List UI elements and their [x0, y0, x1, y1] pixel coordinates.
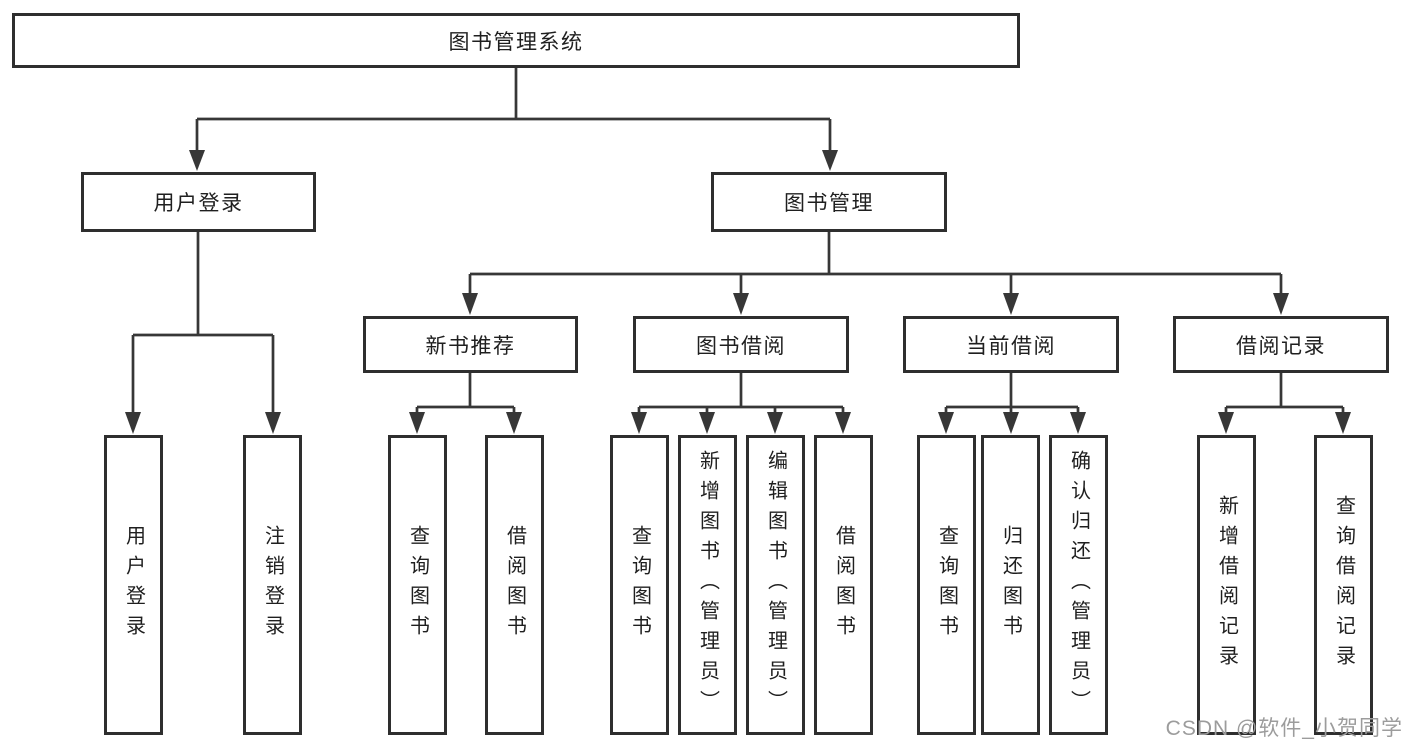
node-label: 借阅图书 [832, 525, 855, 645]
node-label: 用户登录 [153, 192, 244, 215]
node-leaf-borrow-books-borrowing: 借阅图书 [814, 435, 873, 735]
node-group-current-borrowing: 当前借阅 [903, 316, 1119, 373]
node-label: 当前借阅 [966, 334, 1056, 358]
connector-user-login-split [125, 232, 281, 434]
node-label: 图书管理 [784, 192, 874, 215]
node-leaf-add-book-admin: 新增图书（管理员） [678, 435, 737, 735]
connector-book-management-split [462, 232, 1289, 315]
node-leaf-edit-book-admin: 编辑图书（管理员） [746, 435, 805, 735]
node-label: 借阅记录 [1236, 334, 1326, 358]
node-leaf-user-login: 用户登录 [104, 435, 163, 735]
node-label: 新书推荐 [425, 334, 516, 358]
node-leaf-query-books-borrowing: 查询图书 [610, 435, 669, 735]
node-label: 图书借阅 [696, 334, 786, 358]
connector-root-to-level2 [189, 68, 838, 171]
node-label: 查询图书 [628, 525, 651, 645]
node-leaf-logout: 注销登录 [243, 435, 302, 735]
connector-borrow-records-split [1218, 373, 1351, 434]
node-label: 查询图书 [406, 525, 429, 645]
node-leaf-query-borrow-record: 查询借阅记录 [1314, 435, 1373, 735]
watermark: CSDN @软件_小贺同学 [1165, 717, 1403, 740]
node-leaf-query-books-recommend: 查询图书 [388, 435, 447, 735]
node-branch-book-management: 图书管理 [711, 172, 947, 232]
node-leaf-borrow-books-recommend: 借阅图书 [485, 435, 544, 735]
node-group-borrow-records: 借阅记录 [1173, 316, 1389, 373]
node-label: 查询借阅记录 [1332, 495, 1355, 675]
node-leaf-return-book: 归还图书 [981, 435, 1040, 735]
node-label: 注销登录 [261, 525, 284, 645]
node-label: 确认归还（管理员） [1067, 450, 1090, 720]
connector-book-borrowing-split [631, 373, 851, 434]
node-label: 查询图书 [935, 525, 958, 645]
node-group-book-borrowing: 图书借阅 [633, 316, 849, 373]
node-leaf-query-books-current: 查询图书 [917, 435, 976, 735]
node-branch-user-login: 用户登录 [81, 172, 316, 232]
node-label: 新增借阅记录 [1215, 495, 1238, 675]
node-leaf-confirm-return-admin: 确认归还（管理员） [1049, 435, 1108, 735]
node-label: 新增图书（管理员） [696, 450, 719, 720]
node-label: 编辑图书（管理员） [764, 450, 787, 720]
node-label: 用户登录 [122, 525, 145, 645]
connector-new-book-recommend-split [409, 373, 522, 434]
node-root: 图书管理系统 [12, 13, 1020, 68]
node-group-new-book-recommend: 新书推荐 [363, 316, 578, 373]
connector-current-borrowing-split [938, 373, 1086, 434]
node-label: 借阅图书 [503, 525, 526, 645]
node-leaf-add-borrow-record: 新增借阅记录 [1197, 435, 1256, 735]
node-label: 图书管理系统 [448, 30, 584, 54]
node-label: 归还图书 [999, 525, 1022, 645]
